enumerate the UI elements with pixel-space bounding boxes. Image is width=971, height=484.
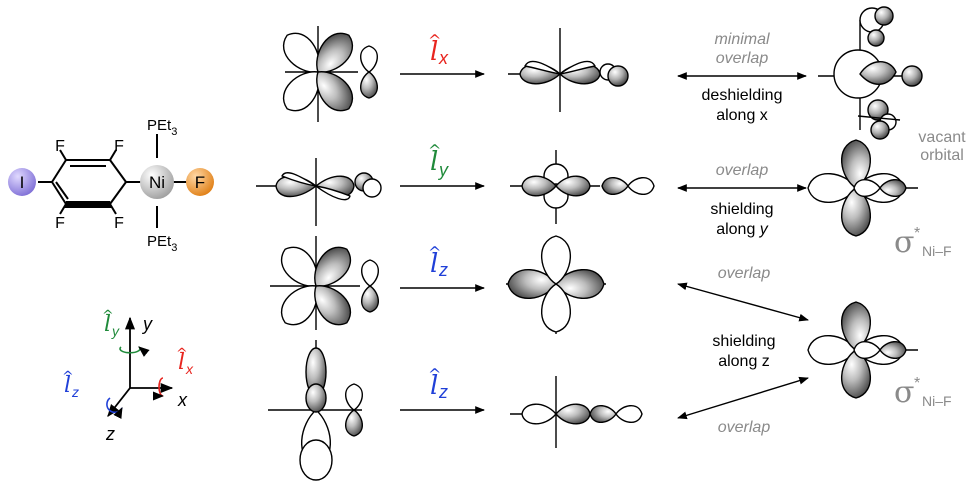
row2-overlap-label: overlap xyxy=(716,162,769,179)
minimal-overlap-line1: minimal xyxy=(714,31,770,48)
row1-initial-orbital xyxy=(275,25,379,122)
svg-text:*: * xyxy=(914,375,920,392)
svg-text:z: z xyxy=(438,382,448,402)
molecule-structure: I Ni F F F F F PEt3 PEt3 xyxy=(8,117,214,254)
row3-overlap-label: overlap xyxy=(718,265,771,282)
row3-rotated-orbital xyxy=(506,235,606,334)
rotation-arrow-z-icon xyxy=(106,397,123,420)
svg-text:σ: σ xyxy=(894,375,914,410)
row34-sigma-star-orbital xyxy=(807,301,918,399)
ring-f-top-right: F xyxy=(114,138,124,155)
svg-text:l: l xyxy=(64,373,71,398)
row2-sigma-star-orbital xyxy=(807,139,918,237)
bottom-ligand: PEt3 xyxy=(147,233,177,254)
row1-vacant-orbital xyxy=(818,6,923,140)
svg-text:^: ^ xyxy=(428,31,441,50)
row4-overlap-arrow xyxy=(677,376,809,420)
row2-rotated-orbital xyxy=(510,150,655,224)
deshielding-line2: along x xyxy=(716,107,768,124)
top-ligand: PEt3 xyxy=(147,117,177,138)
ring-f-bottom-right: F xyxy=(114,215,124,232)
axis-label-z: z xyxy=(105,424,115,444)
axis-label-x: x xyxy=(177,390,188,410)
fluoride-atom xyxy=(186,168,214,196)
rotation-arrow-x-icon xyxy=(152,377,165,401)
row4-operator-label: l ^ z xyxy=(428,365,448,402)
svg-text:x: x xyxy=(185,361,194,377)
svg-text:z: z xyxy=(71,384,79,400)
row4-initial-orbital xyxy=(268,340,364,481)
svg-text:y: y xyxy=(111,323,120,339)
sigma-star-label-upper: σ * Ni–F xyxy=(894,225,952,260)
nickel-atom xyxy=(140,165,174,199)
row1-rotated-orbital xyxy=(508,28,629,112)
svg-text:^: ^ xyxy=(62,369,74,385)
shielding-z-line2: along z xyxy=(718,353,770,370)
row4-rotated-orbital xyxy=(510,376,643,448)
deshielding-line1: deshielding xyxy=(702,87,783,104)
svg-text:y: y xyxy=(437,160,449,180)
svg-text:l: l xyxy=(430,147,438,177)
iodine-label: I xyxy=(20,173,25,192)
row3-operator-label: l ^ z xyxy=(428,243,448,280)
row2-initial-orbital xyxy=(256,158,382,226)
nickel-label: Ni xyxy=(149,173,165,192)
operator-y-legend: l ^ y xyxy=(102,308,120,339)
svg-text:l: l xyxy=(430,37,438,67)
svg-text:Ni–F: Ni–F xyxy=(922,393,952,409)
operator-x-legend: l ^ x xyxy=(176,346,194,377)
operator-z-legend: l ^ z xyxy=(62,369,79,400)
row2-operator-label: l ^ y xyxy=(428,141,449,180)
svg-text:l: l xyxy=(430,371,438,401)
axis-label-y: y xyxy=(141,314,153,334)
axis-diagram: y x z l ^ y l ^ x l ^ z xyxy=(62,308,194,444)
fluoride-label: F xyxy=(195,173,205,192)
shielding-y-line1: shielding xyxy=(710,201,773,218)
iodine-atom xyxy=(8,168,36,196)
svg-text:x: x xyxy=(438,48,449,68)
row1-operator-label: l ^ x xyxy=(428,31,449,68)
rotation-arrow-y-icon xyxy=(119,346,150,357)
svg-text:l: l xyxy=(104,312,111,337)
svg-text:^: ^ xyxy=(102,308,114,324)
vacant-orbital-line2: orbital xyxy=(920,147,964,164)
reaction-arrows xyxy=(400,70,809,420)
svg-text:*: * xyxy=(914,225,920,242)
svg-text:l: l xyxy=(178,350,185,375)
vacant-orbital-line1: vacant xyxy=(918,129,966,146)
svg-text:^: ^ xyxy=(428,365,441,384)
svg-text:Ni–F: Ni–F xyxy=(922,243,952,259)
sigma-star-label-lower: σ * Ni–F xyxy=(894,375,952,410)
ring-f-top-left: F xyxy=(55,138,65,155)
svg-text:z: z xyxy=(438,260,448,280)
svg-text:σ: σ xyxy=(894,225,914,260)
row4-overlap-label: overlap xyxy=(718,419,771,436)
svg-text:l: l xyxy=(430,249,438,279)
minimal-overlap-line2: overlap xyxy=(716,50,769,67)
svg-text:^: ^ xyxy=(176,346,188,362)
shielding-y-line2: along y xyxy=(716,221,769,238)
row3-initial-orbital xyxy=(270,236,380,333)
svg-text:^: ^ xyxy=(428,243,441,262)
shielding-z-line1: shielding xyxy=(712,333,775,350)
svg-text:^: ^ xyxy=(428,141,441,160)
ring-f-bottom-left: F xyxy=(55,215,65,232)
row3-overlap-arrow xyxy=(677,282,809,322)
ring-wedge-bond xyxy=(64,201,112,208)
